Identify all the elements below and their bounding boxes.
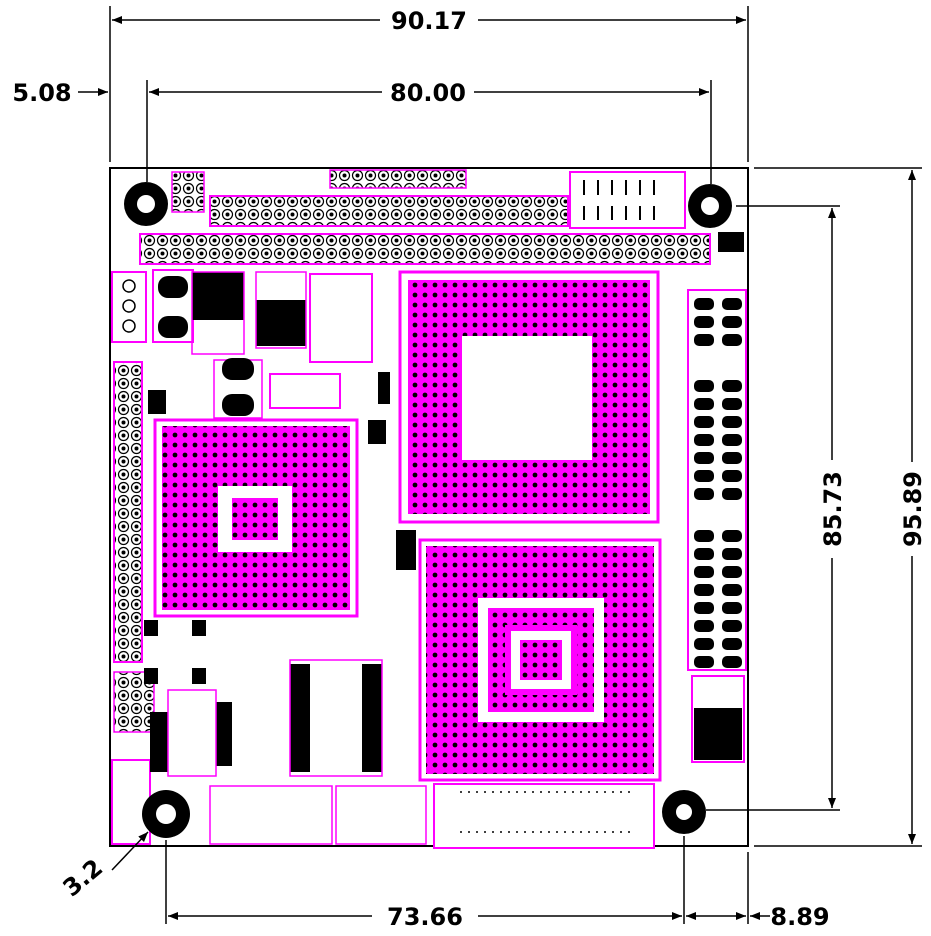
header-connector-top	[209, 195, 569, 227]
regulator-1	[192, 272, 244, 320]
dim-label-hole-diameter: 3.2	[58, 853, 109, 902]
dim-label-bottom-right-offset: 8.89	[770, 903, 829, 931]
chip-lower-left-2	[212, 702, 232, 766]
mounting-hole-bottom-left	[142, 790, 190, 838]
mounting-hole-top-right	[688, 184, 732, 228]
cap-l4-top	[222, 358, 254, 380]
chip-center-small	[396, 530, 416, 570]
connector-bottom-left	[111, 759, 151, 845]
chip-lower-left-1	[150, 712, 170, 772]
header-connector-second	[139, 233, 711, 265]
regulator-right-body	[694, 708, 742, 760]
pad-lower-left-b	[192, 620, 206, 636]
mounting-hole-top-left	[124, 182, 168, 226]
southbridge-bga-core	[520, 640, 562, 680]
resistor-pack-3	[378, 372, 390, 404]
cpu-bga-die	[462, 336, 592, 460]
chip-lower-left-outline	[167, 689, 217, 777]
pad-lower-left-a	[144, 620, 158, 636]
regulator-1-outline	[191, 271, 245, 355]
dim-leader-hole-diameter	[111, 831, 149, 871]
connector-left-small-pin	[122, 299, 136, 313]
dim-label-overall-height: 95.89	[899, 471, 927, 547]
header-connector-left	[113, 361, 143, 663]
memory-chip-2	[362, 664, 382, 772]
connector-right-pads	[694, 298, 742, 668]
dim-label-hole-offset-left: 5.08	[12, 79, 71, 107]
chip-module	[309, 273, 373, 363]
connector-top-right	[569, 171, 686, 229]
connector-bottom-left-wide	[209, 785, 333, 845]
connector-left-small-pin	[122, 319, 136, 333]
dim-label-hole-spacing: 80.00	[390, 79, 466, 107]
cap-l4-bottom	[222, 394, 254, 416]
connector-left-small	[111, 271, 147, 343]
jumper-row-top	[329, 169, 467, 189]
chip-small-right	[718, 232, 744, 252]
connector-bottom-center	[433, 783, 655, 849]
connector-left-small-pin	[122, 279, 136, 293]
small-header-top-left	[171, 171, 205, 213]
dim-label-bottom-hole-spacing: 73.66	[387, 903, 463, 931]
cap-cf1-bottom	[158, 316, 188, 338]
regulator-2	[256, 300, 306, 346]
pcb-board	[109, 167, 749, 849]
memory-chip-1	[290, 664, 310, 772]
mounting-hole-bottom-right	[662, 790, 706, 834]
dim-label-hole-spacing-vertical: 85.73	[819, 471, 847, 547]
dim-label-overall-width: 90.17	[391, 7, 467, 35]
cap-cf2	[269, 373, 341, 409]
regulator-2-outline	[255, 271, 307, 349]
connector-top-right-pins	[583, 180, 655, 220]
dimension-annotations	[78, 6, 922, 924]
pad-lower-left-c	[144, 668, 158, 684]
connector-bottom-mid	[335, 785, 427, 845]
resistor-pack-1	[148, 390, 166, 414]
cap-cf1-top	[158, 276, 188, 298]
chipset-bga-left-core	[232, 498, 278, 540]
resistor-pack-2	[368, 420, 386, 444]
memory-chip-outline	[289, 659, 383, 777]
pad-lower-left-d	[192, 668, 206, 684]
